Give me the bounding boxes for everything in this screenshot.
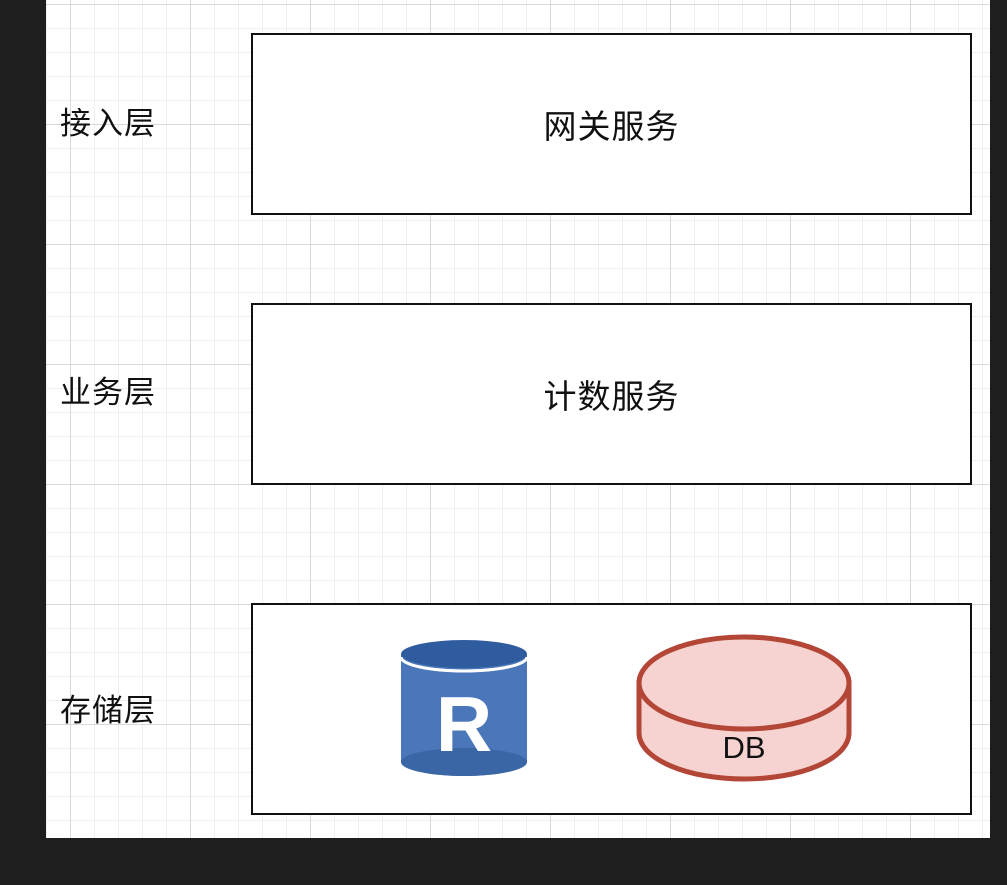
business-layer-label: 业务层 — [60, 375, 156, 411]
gateway-service-label: 网关服务 — [543, 107, 680, 146]
redis-cylinder-top — [401, 640, 527, 668]
database-disk-top — [636, 634, 852, 732]
redis-letter: R — [436, 680, 492, 768]
storage-box[interactable] — [251, 603, 972, 815]
redis-cylinder-rim — [400, 656, 529, 673]
access-layer-label: 接入层 — [60, 106, 156, 142]
counter-service-label: 计数服务 — [543, 377, 680, 416]
redis-cylinder-body — [401, 654, 527, 776]
diagram-canvas[interactable]: 接入层 网关服务 业务层 计数服务 存储层 R DB — [46, 0, 990, 838]
redis-cylinder-bottom — [401, 748, 527, 776]
counter-service-box[interactable]: 计数服务 — [251, 303, 972, 485]
database-label: DB — [722, 730, 765, 765]
gateway-service-box[interactable]: 网关服务 — [251, 33, 972, 215]
database-disk-icon[interactable]: DB — [636, 632, 852, 784]
redis-cylinder-icon[interactable]: R — [400, 638, 530, 778]
storage-layer-label: 存储层 — [60, 693, 156, 729]
